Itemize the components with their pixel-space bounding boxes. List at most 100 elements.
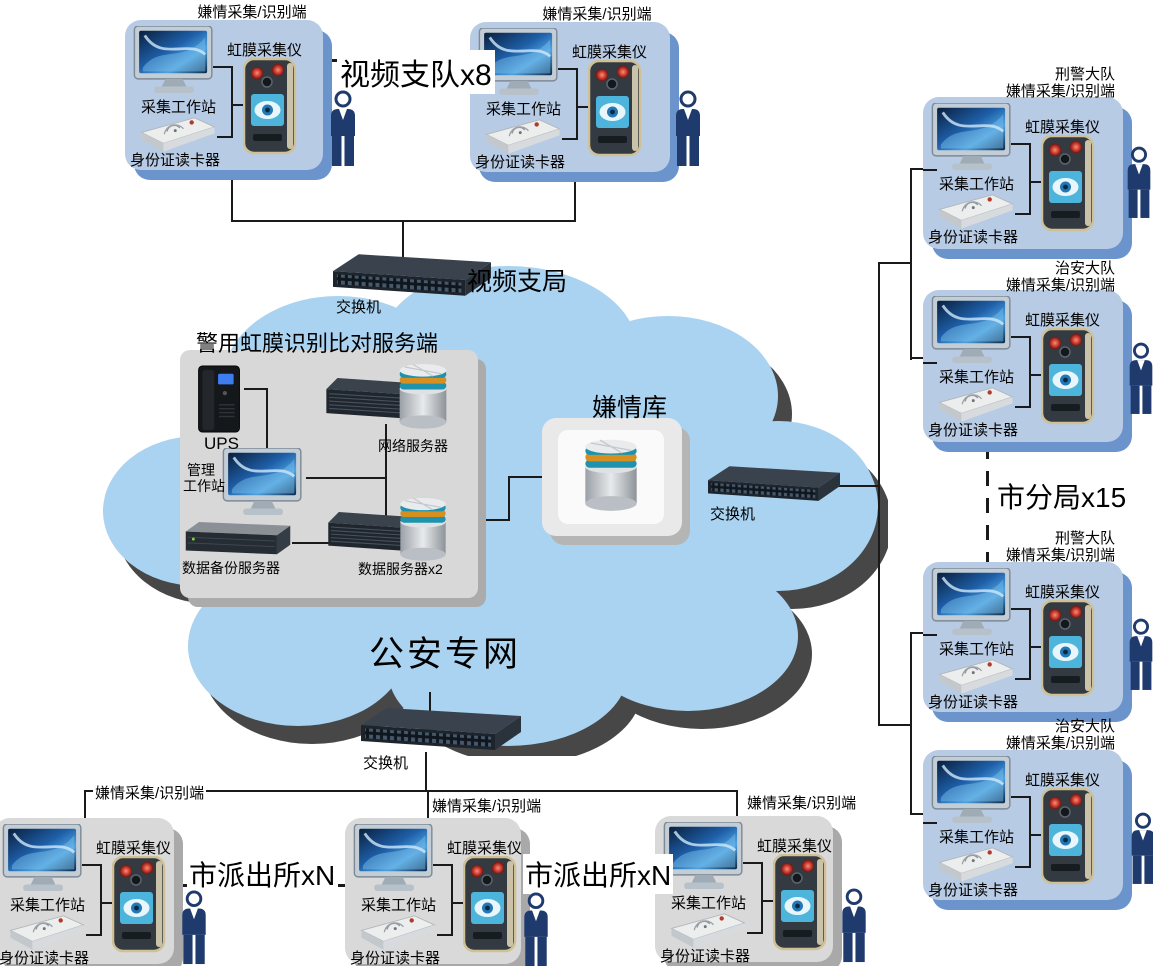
iris-collector-icon	[243, 58, 299, 156]
person-icon	[670, 90, 706, 168]
workstation-monitor-icon	[353, 824, 437, 892]
person-icon	[1126, 812, 1153, 886]
iris-collector-icon	[112, 856, 168, 954]
city-branch-label: 市分局x15	[997, 482, 1127, 513]
link-bottom-stub2	[427, 790, 429, 820]
workstation-monitor-icon	[133, 26, 217, 94]
link-bottom-stub3	[736, 790, 738, 818]
iris-comparison-server-block: UPS 网络服务器 管理 工作站 数据备份服务器 数据服务器x2	[180, 350, 478, 598]
right-unit4-dept: 治安大队	[1054, 718, 1115, 735]
right-unit3-terminal: 嫌情采集/识别端	[1005, 547, 1115, 564]
link-terminal2-drop	[574, 172, 576, 222]
workstation-label: 采集工作站	[671, 895, 747, 912]
id-reader-label: 身份证读卡器	[130, 152, 221, 169]
link-terminal1-drop	[231, 170, 233, 222]
data-server-db-icon	[392, 496, 454, 564]
terminal-box-bottom-2: 虹膜采集仪 采集工作站 身份证读卡器	[345, 818, 523, 966]
iris-collector-icon	[773, 854, 829, 952]
right-unit3-dept: 刑警大队	[1054, 530, 1115, 547]
iris-collector-icon	[588, 60, 644, 158]
backup-server-icon	[184, 522, 292, 560]
right-unit1-dept: 刑警大队	[1054, 66, 1115, 83]
right-inner-trunk-bottom	[910, 632, 912, 815]
id-reader-label: 身份证读卡器	[928, 229, 1019, 246]
person-icon	[176, 890, 212, 966]
person-icon	[1124, 618, 1153, 692]
terminal-box-bottom-3: 虹膜采集仪 采集工作站 身份证读卡器	[655, 816, 833, 965]
network-server-db-icon	[392, 362, 454, 432]
right-trunk-h-top	[878, 262, 912, 264]
workstation-monitor-icon	[931, 103, 1015, 171]
switch-label: 交换机	[710, 506, 756, 523]
terminal-box-right-1: 虹膜采集仪 采集工作站 身份证读卡器	[923, 97, 1123, 249]
link-cloud-to-bottom-switch	[429, 692, 431, 716]
workstation-label: 采集工作站	[486, 101, 562, 118]
id-reader-label: 身份证读卡器	[928, 422, 1019, 439]
iris-collector-label: 虹膜采集仪	[447, 840, 523, 857]
suspect-database-icon	[578, 434, 644, 518]
management-workstation-icon	[222, 448, 306, 516]
workstation-label: 采集工作站	[939, 369, 1015, 386]
terminal2-header: 嫌情采集/识别端	[542, 6, 652, 23]
id-reader-label: 身份证读卡器	[475, 154, 566, 171]
workstation-label: 采集工作站	[939, 176, 1015, 193]
right-trunk-h-bottom	[878, 724, 912, 726]
right-branch-4	[910, 813, 926, 815]
person-icon	[836, 888, 872, 964]
switch-label: 交换机	[363, 755, 409, 772]
switch-label: 交换机	[336, 299, 382, 316]
workstation-label: 采集工作站	[10, 897, 86, 914]
id-reader-label: 身份证读卡器	[660, 948, 751, 965]
switch-bottom-icon	[361, 708, 521, 756]
server-block-title: 警用虹膜识别比对服务端	[196, 331, 439, 356]
iris-collector-label: 虹膜采集仪	[1025, 119, 1101, 136]
iris-collector-icon	[463, 856, 519, 954]
iris-collector-icon	[1041, 328, 1097, 426]
right-unit2-terminal: 嫌情采集/识别端	[1005, 277, 1115, 294]
iris-collector-label: 虹膜采集仪	[227, 42, 303, 59]
person-icon	[325, 90, 361, 168]
iris-collector-icon	[1041, 788, 1097, 886]
id-reader-label: 身份证读卡器	[350, 950, 441, 966]
workstation-label: 采集工作站	[361, 897, 437, 914]
link-bottom-switch-drop	[425, 752, 427, 792]
workstation-monitor-icon	[663, 822, 747, 890]
workstation-monitor-icon	[2, 824, 86, 892]
terminal-box-right-3: 虹膜采集仪 采集工作站 身份证读卡器	[923, 562, 1123, 712]
workstation-label: 采集工作站	[141, 99, 217, 116]
management-ws-label-line2: 工作站	[183, 478, 225, 494]
iris-collector-icon	[1041, 600, 1097, 698]
video-branch-label: 视频支局	[467, 268, 568, 296]
workstation-monitor-icon	[931, 296, 1015, 364]
police-station-label-1: 市派出所xN	[187, 854, 338, 894]
bottom-terminal1-header: 嫌情采集/识别端	[93, 782, 207, 803]
id-reader-label: 身份证读卡器	[0, 950, 90, 966]
terminal-box-bottom-1: 虹膜采集仪 采集工作站 身份证读卡器	[0, 818, 174, 966]
terminal-box-right-4: 虹膜采集仪 采集工作站 身份证读卡器	[923, 750, 1123, 900]
right-unit2-dept: 治安大队	[1054, 260, 1115, 277]
right-branch-3	[910, 632, 926, 634]
person-icon	[1122, 146, 1153, 220]
iris-collector-label: 虹膜采集仪	[1025, 584, 1101, 601]
right-branch-1	[910, 168, 926, 170]
workstation-label: 采集工作站	[939, 829, 1015, 846]
workstation-label: 采集工作站	[939, 641, 1015, 658]
terminal-box-right-2: 虹膜采集仪 采集工作站 身份证读卡器	[923, 290, 1123, 442]
police-network-name: 公安专网	[369, 635, 522, 674]
workstation-monitor-icon	[931, 756, 1015, 824]
iris-collector-label: 虹膜采集仪	[1025, 312, 1101, 329]
police-station-label-2: 市派出所xN	[523, 854, 674, 894]
iris-collector-icon	[1041, 135, 1097, 233]
iris-collector-label: 虹膜采集仪	[572, 44, 648, 61]
link-right-switch-trunk	[838, 485, 880, 487]
bottom-terminal2-header: 嫌情采集/识别端	[430, 795, 544, 816]
right-unit1-terminal: 嫌情采集/识别端	[1005, 83, 1115, 100]
terminal-box-top-1: 虹膜采集仪 采集工作站 身份证读卡器	[125, 20, 323, 170]
right-unit4-terminal: 嫌情采集/识别端	[1005, 735, 1115, 752]
link-bottom-stub1	[84, 790, 86, 820]
management-ws-label-line1: 管理	[187, 462, 215, 478]
suspect-db-block	[542, 418, 682, 536]
link-dataserver-db3	[508, 476, 544, 478]
person-icon	[1124, 342, 1153, 416]
